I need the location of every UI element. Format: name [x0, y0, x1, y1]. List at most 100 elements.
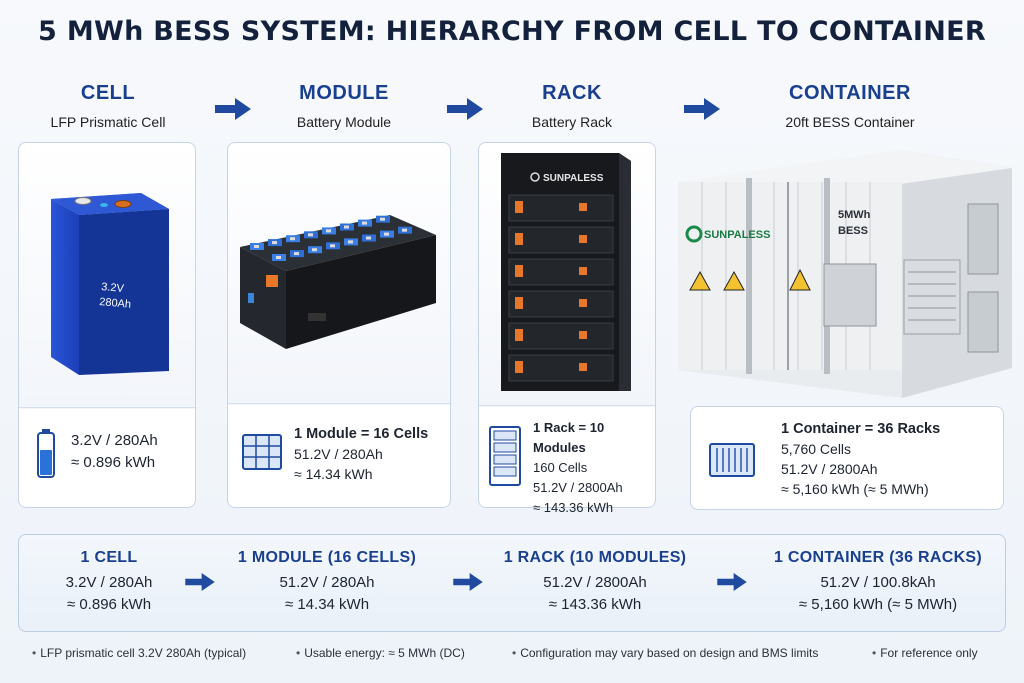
footer-note-text: LFP prismatic cell 3.2V 280Ah (typical)	[40, 646, 247, 660]
rack-module-connector	[579, 299, 587, 307]
rack-brand-label: SUNPALESS	[543, 173, 604, 184]
rack-spec-line2: 160 Cells	[533, 460, 588, 475]
rack-stack-icon	[489, 426, 521, 486]
container-label-line1: 5MWh	[838, 209, 871, 221]
cell-spec-line1: 3.2V / 280Ah	[71, 432, 158, 449]
module-card: 1 Module = 16 Cells 51.2V / 280Ah ≈ 14.3…	[227, 142, 451, 508]
arrow-right-icon	[453, 573, 483, 591]
rack-module-slot	[508, 226, 614, 254]
stage-name: RACK	[542, 82, 602, 104]
container-spec-line1: 1 Container = 36 Racks	[781, 421, 941, 437]
stage-header-container: CONTAINER 20ft BESS Container	[720, 82, 980, 130]
module-terminal	[366, 236, 371, 240]
arrow-right-icon	[684, 98, 720, 120]
arrow-right-icon	[215, 98, 251, 120]
module-terminal	[344, 225, 349, 229]
module-terminal	[272, 241, 277, 245]
rack-spec-line1: 1 Rack = 10 Modules	[533, 420, 605, 455]
container-spec-line2: 5,760 Cells	[781, 441, 852, 457]
module-terminal	[384, 232, 389, 236]
container-spec-line3: 51.2V / 2800Ah	[781, 461, 878, 477]
summary-title: 1 RACK (10 MODULES)	[503, 549, 687, 566]
rack-module-connector	[579, 267, 587, 275]
summary-cell: 1 CELL 3.2V / 280Ah ≈ 0.896 kWh	[39, 549, 179, 615]
container-icon	[709, 443, 755, 477]
summary-rack: 1 RACK (10 MODULES) 51.2V / 2800Ah ≈ 143…	[495, 549, 695, 615]
rack-module-connector	[515, 329, 523, 341]
rack-module-connector	[515, 297, 523, 309]
cell-card: 3.2V 280Ah 3.2V / 280Ah ≈ 0.896 kWh	[18, 142, 196, 508]
arrow-right-icon	[447, 98, 483, 120]
container-spec-line4: ≈ 5,160 kWh (≈ 5 MWh)	[781, 481, 929, 497]
rack-module-connector	[515, 361, 523, 373]
container-card: 1 Container = 36 Racks 5,760 Cells 51.2V…	[690, 406, 1004, 510]
stage-subtitle: Battery Rack	[531, 114, 613, 130]
module-spec-line3: ≈ 14.34 kWh	[294, 466, 373, 482]
footer-note: •Usable energy: ≈ 5 MWh (DC)	[296, 646, 465, 660]
rack-module-connector	[515, 265, 523, 277]
stage-subtitle: LFP Prismatic Cell	[50, 114, 166, 130]
summary-title: 1 CELL	[80, 549, 138, 566]
rack-module-connector	[579, 331, 587, 339]
summary-container: 1 CONTAINER (36 RACKS) 51.2V / 100.8kAh …	[759, 549, 997, 615]
module-spec-line1: 1 Module = 16 Cells	[294, 426, 429, 442]
summary-title: 1 CONTAINER (36 RACKS)	[773, 549, 983, 566]
battery-icon	[37, 429, 55, 478]
module-terminal	[348, 240, 353, 244]
cell-spec-line2: ≈ 0.896 kWh	[71, 454, 156, 471]
cell-spec-panel: 3.2V / 280Ah ≈ 0.896 kWh	[19, 407, 195, 507]
stage-name: CELL	[80, 82, 136, 104]
cell-image-area: 3.2V 280Ah	[19, 143, 195, 409]
rack-card: SUNPALESS 1 Rack = 10 Modules 160 Cells …	[478, 142, 656, 515]
summary-title: 1 MODULE (16 CELLS)	[237, 549, 417, 566]
bess-container-image: SUNPALESS 5MWh BESS	[678, 150, 1012, 398]
rack-module-slot	[508, 354, 614, 382]
summary-band: 1 CELL 3.2V / 280Ah ≈ 0.896 kWh 1 MODULE…	[18, 534, 1006, 632]
module-terminal	[330, 244, 335, 248]
container-brand-label: SUNPALESS	[704, 229, 770, 241]
rack-spec-line4: ≈ 143.36 kWh	[533, 500, 614, 515]
footer-note: •LFP prismatic cell 3.2V 280Ah (typical)	[32, 646, 247, 660]
rack-spec-panel: 1 Rack = 10 Modules 160 Cells 51.2V / 28…	[479, 405, 655, 515]
summary-module: 1 MODULE (16 CELLS) 51.2V / 280Ah ≈ 14.3…	[227, 549, 427, 615]
module-terminal	[254, 245, 259, 248]
rack-module-connector	[579, 235, 587, 243]
module-image-area	[228, 143, 450, 405]
footer-note-text: Usable energy: ≈ 5 MWh (DC)	[304, 646, 465, 660]
module-terminal	[308, 233, 313, 237]
module-terminal	[362, 221, 367, 225]
module-terminal	[312, 248, 317, 252]
rack-module-connector	[515, 201, 523, 213]
stage-subtitle: 20ft BESS Container	[785, 114, 915, 130]
summary-line: ≈ 0.896 kWh	[66, 596, 152, 613]
module-spec-line2: 51.2V / 280Ah	[294, 446, 383, 462]
rack-module-slot	[508, 258, 614, 286]
stage-header-cell: CELL LFP Prismatic Cell	[18, 82, 198, 130]
container-label-line2: BESS	[838, 225, 868, 237]
stage-name: MODULE	[299, 82, 389, 104]
stage-subtitle: Battery Module	[296, 114, 392, 130]
module-terminal	[294, 252, 299, 256]
module-terminal	[276, 256, 281, 259]
module-terminal	[290, 237, 295, 241]
summary-line: ≈ 143.36 kWh	[548, 596, 642, 613]
stage-name: CONTAINER	[789, 82, 911, 104]
arrow-right-icon	[717, 573, 747, 591]
module-grid-icon	[242, 434, 282, 470]
warning-icon	[689, 268, 811, 291]
rack-module-slot	[508, 290, 614, 318]
cell-voltage-label: 3.2V	[101, 281, 125, 295]
summary-line: 51.2V / 100.8kAh	[820, 574, 936, 591]
footer-note-text: Configuration may vary based on design a…	[520, 646, 819, 660]
module-terminal	[402, 228, 407, 232]
rack-module-connector	[579, 363, 587, 371]
arrow-right-icon	[185, 573, 215, 591]
rack-image-area: SUNPALESS	[479, 143, 655, 407]
summary-line: 51.2V / 2800Ah	[543, 574, 647, 591]
rack-module-connector	[579, 203, 587, 211]
battery-module-image	[240, 215, 436, 349]
module-terminal	[326, 229, 331, 233]
cell-capacity-label: 280Ah	[99, 296, 132, 311]
summary-line: ≈ 5,160 kWh (≈ 5 MWh)	[798, 596, 958, 613]
page-title: 5 MWh BESS SYSTEM: HIERARCHY FROM CELL T…	[38, 16, 986, 47]
